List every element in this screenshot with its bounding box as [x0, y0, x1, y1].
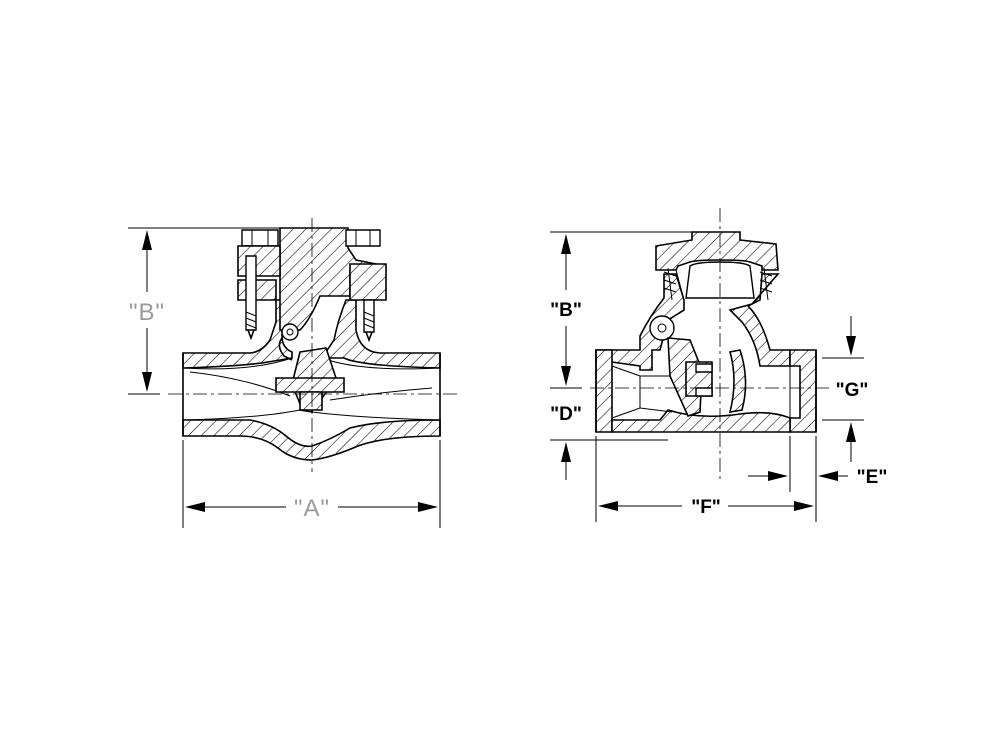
left-valve-view: "B" "A": [128, 218, 458, 528]
right-valve-view: "B" "D" "G" "E": [550, 208, 887, 522]
left-dimension-b: "B": [128, 227, 280, 395]
right-dim-e-label: "E": [857, 467, 888, 488]
left-dimension-a: "A": [182, 440, 441, 528]
left-dim-b-label: "B": [129, 299, 165, 326]
left-bonnet: [237, 227, 387, 343]
left-dim-a-label: "A": [294, 495, 330, 522]
right-dimension-e: "E": [748, 436, 887, 522]
right-dim-g-label: "G": [836, 380, 869, 401]
right-dim-b-label: "B": [550, 300, 582, 321]
right-dimension-f: "F": [595, 436, 814, 522]
right-bonnet: [655, 231, 779, 301]
right-dim-d-label: "D": [550, 404, 582, 425]
right-dimension-d: "D": [550, 404, 582, 480]
right-disc-assembly: [649, 315, 713, 417]
right-dim-f-label: "F": [691, 497, 721, 518]
left-disc-assembly: [275, 323, 345, 411]
right-dimension-g: "G": [822, 316, 868, 462]
right-dimension-b: "B": [550, 231, 692, 441]
